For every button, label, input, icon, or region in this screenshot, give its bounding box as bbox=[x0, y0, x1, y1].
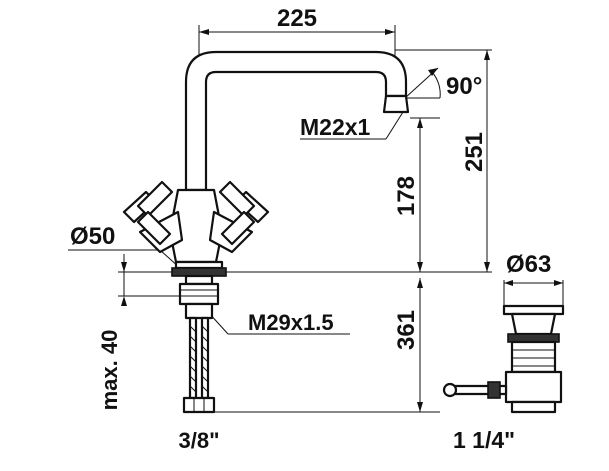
dim-base-diameter: Ø50 bbox=[70, 223, 115, 250]
dim-max-deck: max. 40 bbox=[97, 330, 122, 411]
dim-hose-connection: 3/8" bbox=[178, 428, 219, 453]
dim-shank-thread: M29x1.5 bbox=[248, 310, 334, 335]
waste-drawing bbox=[442, 304, 565, 414]
dim-width-spout: 225 bbox=[277, 5, 317, 32]
dimension-lines bbox=[68, 25, 564, 413]
dim-shank-length: 361 bbox=[393, 310, 420, 350]
dim-height-total: 251 bbox=[461, 132, 488, 172]
faucet-drawing bbox=[122, 50, 410, 414]
dim-outlet-thread: M22x1 bbox=[300, 114, 371, 140]
dim-height-spout: 178 bbox=[393, 176, 420, 216]
dim-waste-diameter: Ø63 bbox=[506, 251, 551, 278]
dim-waste-connection: 1 1/4" bbox=[453, 427, 515, 453]
dim-angle: 90° bbox=[446, 73, 482, 100]
